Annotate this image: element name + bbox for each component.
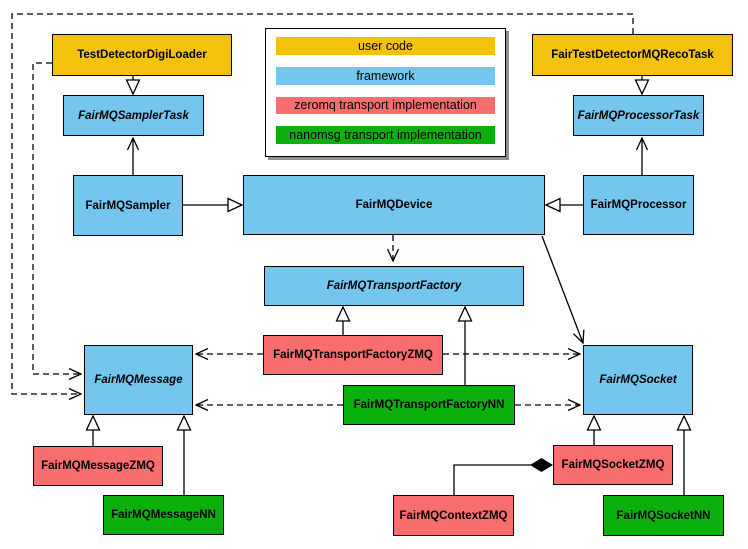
composition-diamond (530, 458, 553, 472)
node-fairmqprocessortask: FairMQProcessorTask (573, 95, 704, 136)
legend-item-zeromq: zeromq transport implementation (276, 96, 495, 115)
legend-label-user-code: user code (358, 38, 413, 53)
edge-socketzmq-contextzmq-composition (453, 464, 531, 495)
node-fairmqsocket: FairMQSocket (583, 345, 693, 415)
node-fairmqmessagezmq: FairMQMessageZMQ (33, 446, 163, 486)
node-fairtestdetectormqrecotask: FairTestDetectorMQRecoTask (532, 34, 733, 76)
legend-label-zeromq: zeromq transport implementation (294, 98, 477, 113)
node-fairmqtransportfactorynn: FairMQTransportFactoryNN (343, 385, 515, 425)
node-fairmqmessage: FairMQMessage (84, 345, 193, 415)
legend-box: user code framework zeromq transport imp… (265, 28, 506, 157)
legend-label-framework: framework (356, 68, 415, 83)
legend-item-user-code: user code (276, 37, 495, 55)
legend-label-nanomsg: nanomsg transport implementation (289, 128, 482, 143)
node-fairmqsocketnn: FairMQSocketNN (603, 495, 724, 536)
edge-device-socket-association (541, 235, 583, 343)
node-fairmqtransportfactoryzmq: FairMQTransportFactoryZMQ (263, 335, 443, 375)
legend-item-nanomsg: nanomsg transport implementation (276, 126, 495, 144)
node-fairmqtransportfactory: FairMQTransportFactory (264, 266, 524, 306)
node-fairmqsocketzmq: FairMQSocketZMQ (553, 445, 673, 485)
node-fairmqprocessor: FairMQProcessor (583, 175, 694, 235)
legend-item-framework: framework (276, 66, 495, 85)
node-fairmqmessagenn: FairMQMessageNN (103, 495, 224, 535)
node-fairmqsampler: FairMQSampler (73, 175, 183, 236)
node-testdetectordigiloader: TestDetectorDigiLoader (52, 34, 232, 76)
node-fairmqcontextzmq: FairMQContextZMQ (393, 495, 514, 536)
node-fairmqsamplertask: FairMQSamplerTask (63, 95, 204, 136)
node-fairmqdevice: FairMQDevice (243, 175, 545, 235)
